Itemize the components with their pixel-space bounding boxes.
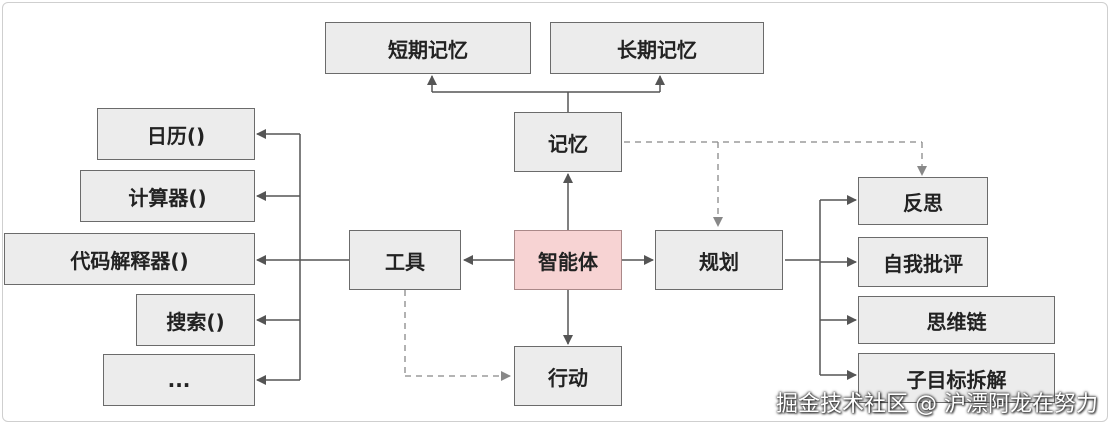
agent-node: 智能体 — [514, 230, 622, 290]
tool-item-more: ... — [103, 354, 255, 406]
tool-item-calendar: 日历() — [97, 108, 255, 160]
planning-item-reflection: 反思 — [858, 177, 988, 225]
planning-item-self-critique: 自我批评 — [858, 237, 988, 287]
planning-node: 规划 — [655, 230, 783, 290]
tools-fanout — [256, 129, 349, 385]
watermark: 掘金技术社区 @ 沪漂阿龙在努力 — [776, 392, 1098, 417]
tools-action-dashed — [404, 290, 511, 381]
planning-item-chain-of-thought: 思维链 — [858, 296, 1055, 344]
memory-dashed-links — [624, 141, 927, 227]
memory-to-subtypes — [427, 75, 665, 112]
long-term-memory-node: 长期记忆 — [550, 22, 764, 74]
planning-item-subgoal-decomposition: 子目标拆解 — [858, 353, 1055, 403]
tool-item-search: 搜索() — [136, 294, 255, 346]
tool-item-code-interpreter: 代码解释器() — [4, 233, 255, 285]
planning-fanout — [785, 195, 857, 380]
tool-item-calculator: 计算器() — [80, 170, 255, 222]
short-term-memory-node: 短期记忆 — [325, 22, 531, 74]
action-node: 行动 — [514, 346, 622, 406]
memory-node: 记忆 — [514, 112, 622, 172]
tools-node: 工具 — [349, 230, 461, 290]
